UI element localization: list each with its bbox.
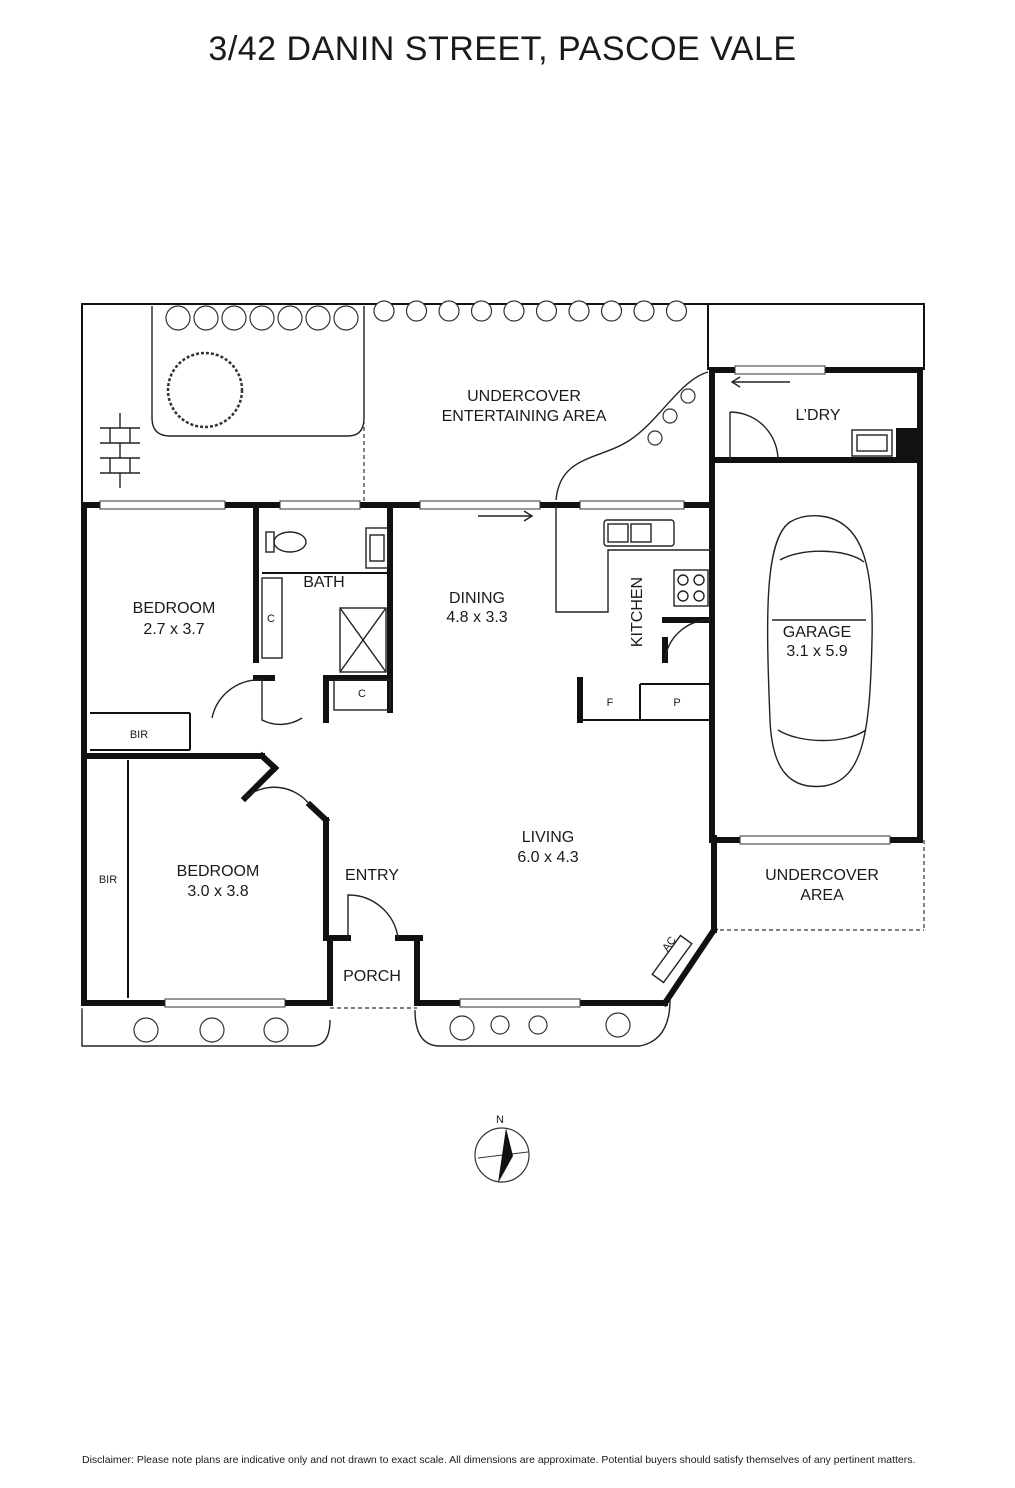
label-living-size: 6.0 x 4.3 <box>517 849 578 866</box>
label-cupboard-bath: C <box>358 688 366 700</box>
sliding-door-arrow-icon <box>478 376 790 522</box>
shrub-icon <box>568 300 590 322</box>
label-bedroom-2-size: 3.0 x 3.8 <box>187 883 248 900</box>
disclaimer: Disclaimer: Please note plans are indica… <box>82 1454 916 1466</box>
label-undercover-entertaining-1: UNDERCOVER <box>467 388 581 405</box>
shrub-icon <box>193 305 219 331</box>
label-bir-2: BIR <box>99 874 117 886</box>
shrub-icon <box>490 1015 510 1035</box>
shrub-icon <box>133 1017 159 1043</box>
basin-icon <box>365 527 389 569</box>
shower-icon <box>339 607 387 673</box>
label-dining: DINING <box>449 590 505 607</box>
label-undercover-area-1: UNDERCOVER <box>765 867 879 884</box>
label-bedroom-1-size: 2.7 x 3.7 <box>143 621 204 638</box>
shrub-icon <box>405 300 428 322</box>
label-bath: BATH <box>303 574 344 591</box>
shrub-icon <box>249 305 275 331</box>
hedge-row-top <box>165 300 688 331</box>
shrub-icon <box>438 300 460 322</box>
shrub-icon <box>263 1017 289 1043</box>
shrub-icon <box>633 300 655 322</box>
label-bir-1: BIR <box>130 729 148 741</box>
undercover-area-boundary <box>330 840 925 1009</box>
label-garage: GARAGE <box>783 624 851 641</box>
car-icon <box>766 514 873 788</box>
shrub-icon <box>373 300 395 322</box>
shrub-icon <box>528 1015 548 1035</box>
garden-shrubs <box>555 371 709 501</box>
door-swings <box>211 411 779 939</box>
house-walls <box>81 367 923 1008</box>
aircon-unit <box>651 934 693 984</box>
windows <box>99 365 891 1008</box>
front-shrubs <box>133 1012 631 1043</box>
label-fridge: F <box>607 697 614 709</box>
paving-icon <box>100 413 140 488</box>
shrub-icon <box>503 300 525 322</box>
label-garage-size: 3.1 x 5.9 <box>786 643 847 660</box>
label-entry: ENTRY <box>345 867 399 884</box>
shrub-icon <box>470 300 493 322</box>
compass-icon: N <box>474 1114 530 1183</box>
toilet-icon <box>265 531 307 553</box>
shrub-icon <box>199 1017 225 1043</box>
shrub-icon <box>535 300 558 322</box>
label-living: LIVING <box>522 829 574 846</box>
shrub-icon <box>333 305 359 331</box>
kitchen-bench <box>555 505 712 613</box>
label-pantry: P <box>673 697 680 709</box>
compass-north-label: N <box>496 1114 504 1126</box>
shrub-icon <box>221 305 247 331</box>
shrub-icon <box>277 305 303 331</box>
label-porch: PORCH <box>343 968 401 985</box>
tree-icon <box>166 351 244 429</box>
label-aircon: AC <box>660 935 679 954</box>
yard-boundary <box>81 303 925 505</box>
shrub-icon <box>449 1015 475 1041</box>
shrub-icon <box>600 300 623 322</box>
label-undercover-area-2: AREA <box>800 887 844 904</box>
label-bedroom-1: BEDROOM <box>133 600 216 617</box>
shrub-icon <box>605 1012 631 1038</box>
shrub-icon <box>165 305 191 331</box>
label-cupboard-bedroom: C <box>267 613 275 625</box>
cooktop-icon <box>673 569 709 607</box>
shrub-icon <box>665 300 688 322</box>
front-garden-beds <box>81 999 671 1047</box>
laundry-trough-icon <box>851 429 893 457</box>
label-undercover-entertaining-2: ENTERTAINING AREA <box>442 408 607 425</box>
label-bedroom-2: BEDROOM <box>177 863 260 880</box>
label-kitchen: KITCHEN <box>629 577 646 647</box>
cupboards <box>261 577 391 711</box>
shrub-icon <box>305 305 331 331</box>
label-laundry: L’DRY <box>795 407 840 424</box>
plan-title: 3/42 DANIN STREET, PASCOE VALE <box>208 30 797 68</box>
label-dining-size: 4.8 x 3.3 <box>446 609 507 626</box>
